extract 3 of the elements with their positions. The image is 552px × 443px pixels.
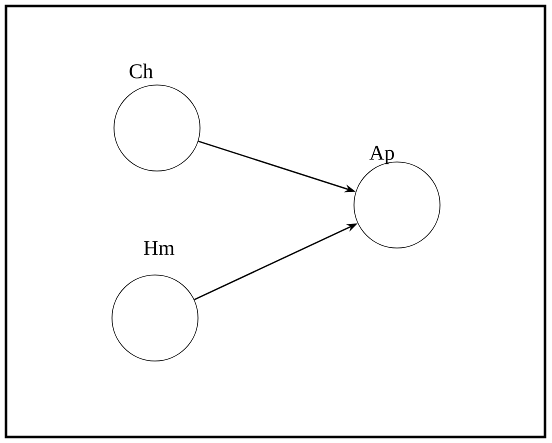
node-label: Ch — [130, 64, 153, 78]
node-label: Hm — [144, 241, 174, 255]
node-label: Ap — [369, 146, 394, 164]
